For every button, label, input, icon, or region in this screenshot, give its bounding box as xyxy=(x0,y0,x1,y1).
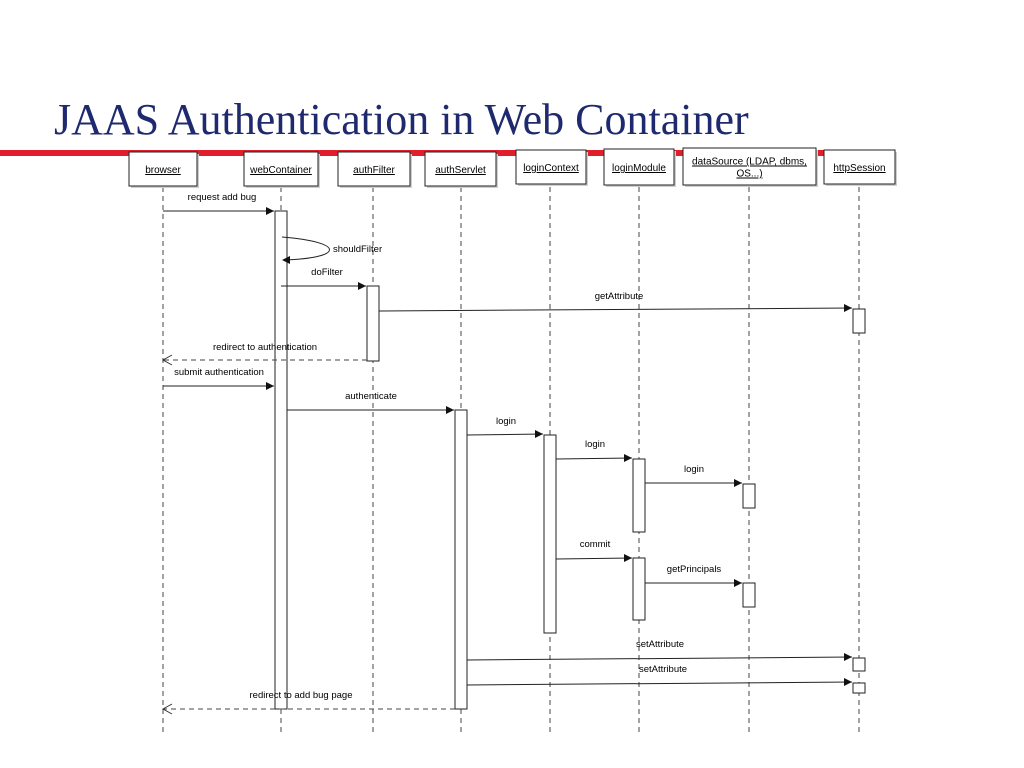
participant-label: httpSession xyxy=(833,163,885,174)
message-label: getPrincipals xyxy=(667,564,722,575)
activation-bar xyxy=(742,483,756,509)
message-label: authenticate xyxy=(345,391,397,402)
message-label: login xyxy=(585,439,605,450)
message-arrow xyxy=(466,656,853,661)
message-11: commit xyxy=(555,539,633,562)
arrowhead xyxy=(844,304,852,312)
message-arrow xyxy=(466,433,544,436)
participant-loginModule: loginModule xyxy=(603,148,676,187)
message-arrow xyxy=(281,236,330,261)
message-label: login xyxy=(684,464,704,475)
activation-bar xyxy=(742,582,756,608)
arrowhead xyxy=(624,454,632,462)
participant-label: browser xyxy=(145,165,181,176)
participant-label: loginModule xyxy=(612,163,666,174)
participant-authFilter: authFilter xyxy=(337,151,412,188)
message-label: getAttribute xyxy=(595,291,644,302)
message-label: setAttribute xyxy=(639,664,687,675)
arrowhead xyxy=(266,382,274,390)
message-arrow xyxy=(378,307,853,312)
arrowhead xyxy=(734,479,742,487)
message-label: login xyxy=(496,416,516,427)
message-3: doFilter xyxy=(281,267,366,290)
slide-title: JAAS Authentication in Web Container xyxy=(54,95,749,144)
message-label: setAttribute xyxy=(636,639,684,650)
message-10: login xyxy=(645,464,742,487)
activation-bar xyxy=(454,409,468,710)
message-label: doFilter xyxy=(311,267,343,278)
activation-bar xyxy=(852,308,866,334)
message-arrow xyxy=(466,681,853,686)
message-15: redirect to add bug page xyxy=(161,690,455,715)
participant-authServlet: authServlet xyxy=(424,151,498,188)
arrowhead xyxy=(734,579,742,587)
message-label: shouldFilter xyxy=(333,244,382,255)
arrowhead xyxy=(282,256,290,264)
message-arrow xyxy=(555,557,633,560)
participant-webContainer: webContainer xyxy=(243,151,320,188)
message-label: redirect to authentication xyxy=(213,342,317,353)
activation-bar xyxy=(543,434,557,634)
message-7: authenticate xyxy=(287,391,454,414)
message-label: submit authentication xyxy=(174,367,264,378)
participant-label: loginContext xyxy=(523,163,579,174)
message-12: getPrincipals xyxy=(645,564,742,587)
participant-httpSession: httpSession xyxy=(823,149,897,186)
message-label: commit xyxy=(580,539,611,550)
arrowhead xyxy=(358,282,366,290)
participant-loginContext: loginContext xyxy=(515,149,588,186)
participant-label: authServlet xyxy=(435,165,486,176)
activation-bar xyxy=(366,285,380,362)
participant-browser: browser xyxy=(128,151,199,188)
participant-label: OS...) xyxy=(736,169,762,180)
message-label: request add bug xyxy=(188,192,257,203)
activation-bar xyxy=(852,657,866,672)
arrowhead xyxy=(161,354,173,366)
activation-bar xyxy=(852,682,866,694)
message-5: redirect to authentication xyxy=(161,342,367,366)
arrowhead xyxy=(266,207,274,215)
arrowhead xyxy=(446,406,454,414)
participant-label: authFilter xyxy=(353,165,395,176)
activation-bar xyxy=(632,458,646,533)
message-label: redirect to add bug page xyxy=(250,690,353,701)
arrowhead xyxy=(624,554,632,562)
arrowhead xyxy=(844,678,852,686)
message-6: submit authentication xyxy=(163,367,274,390)
message-arrow xyxy=(555,457,633,460)
message-4: getAttribute xyxy=(378,291,853,312)
message-13: setAttribute xyxy=(466,639,853,661)
activation-bar xyxy=(632,557,646,621)
arrowhead xyxy=(844,653,852,661)
arrowhead xyxy=(161,703,173,715)
message-1: request add bug xyxy=(163,192,274,215)
message-2: shouldFilter xyxy=(281,236,382,264)
participant-dataSource: dataSource (LDAP, dbms,OS...) xyxy=(682,147,818,187)
arrowhead xyxy=(535,430,543,438)
message-14: setAttribute xyxy=(466,664,853,686)
message-9: login xyxy=(555,439,633,462)
message-8: login xyxy=(466,416,544,438)
participant-label: webContainer xyxy=(249,165,312,176)
participant-label: dataSource (LDAP, dbms, xyxy=(692,157,807,168)
